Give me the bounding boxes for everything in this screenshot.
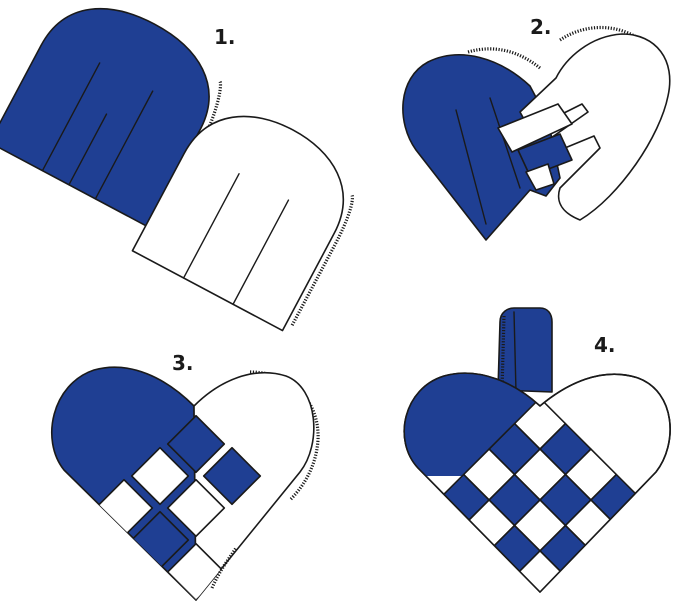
step-2-white-piece xyxy=(519,33,671,221)
step-2-label: 2. xyxy=(530,15,552,39)
step-3-white-piece xyxy=(193,372,315,601)
step-1-white-piece xyxy=(131,115,355,332)
step-4-label: 4. xyxy=(594,333,616,357)
step-4-illustration: 4. xyxy=(403,307,671,593)
step-3-illustration: 3. xyxy=(50,351,320,601)
step-2-blue-piece xyxy=(402,54,561,241)
step-4-hanging-loop xyxy=(497,307,553,393)
step-1-blue-piece xyxy=(0,7,223,228)
step-2-woven-strip-a xyxy=(497,103,573,153)
step-3-label: 3. xyxy=(172,351,194,375)
step-1-label: 1. xyxy=(214,25,236,49)
step-2-woven-strip-b xyxy=(517,133,573,177)
step-2-illustration: 2. xyxy=(402,15,671,241)
step-1-illustration: 1. xyxy=(0,7,355,332)
step-2-woven-strip-c xyxy=(525,163,555,191)
